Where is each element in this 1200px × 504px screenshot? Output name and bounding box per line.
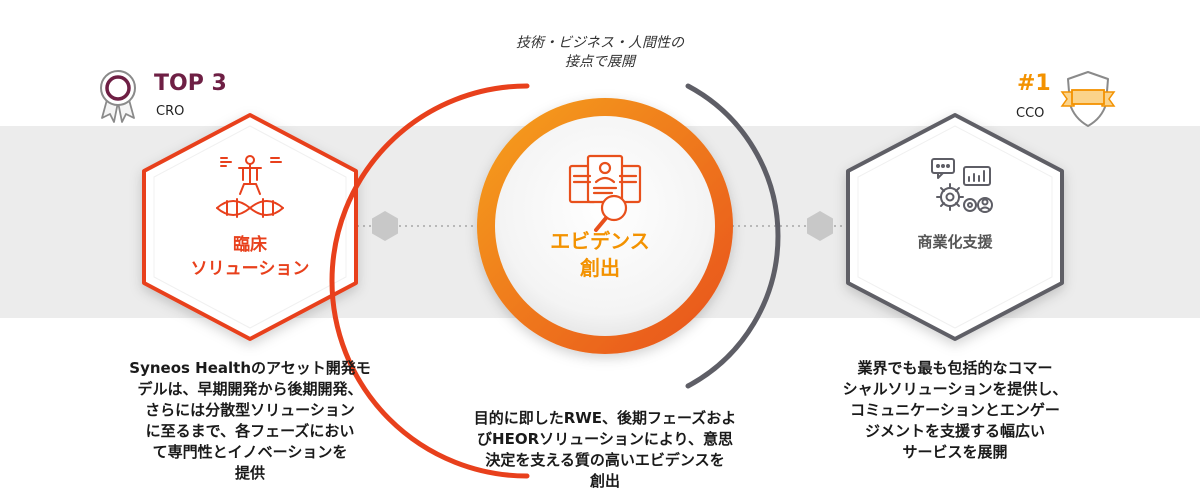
commercial-gears-chat-icon: [931, 158, 993, 213]
evidence-documents-magnifier-icon: [568, 154, 642, 232]
clinical-dna-person-icon: [216, 155, 284, 218]
arc-right-gray: [685, 83, 781, 389]
rank-left: TOP 3: [154, 71, 227, 96]
connector-node-right: [807, 211, 833, 241]
arc-left-red: [329, 83, 530, 479]
rank-right: #1: [1017, 71, 1051, 96]
tagline: 技術・ビジネス・人間性の 接点で展開: [516, 35, 684, 70]
label-evidence: エビデンス 創出: [550, 229, 650, 280]
description-clinical: Syneos Healthのアセット開発モ デルは、早期開発から後期開発、 さら…: [129, 359, 371, 482]
description-evidence: 目的に即したRWE、後期フェーズおよ びHEORソリューションにより、意思 決定…: [473, 409, 737, 490]
rank-right-sub: CCO: [1016, 106, 1045, 121]
label-clinical: 臨床 ソリューション: [190, 235, 310, 279]
label-commercial: 商業化支援: [917, 233, 993, 251]
description-commercial: 業界でも最も包括的なコマー シャルソリューションを提供し、 コミュニケーションと…: [842, 359, 1068, 461]
shield-banner-icon: [1060, 71, 1116, 127]
center-circle: [477, 98, 733, 354]
award-ribbon-icon: [100, 70, 136, 123]
hex-commercial: [846, 113, 1064, 341]
rank-left-sub: CRO: [156, 104, 185, 119]
connector-node-left: [372, 211, 398, 241]
hex-clinical: [142, 113, 358, 341]
